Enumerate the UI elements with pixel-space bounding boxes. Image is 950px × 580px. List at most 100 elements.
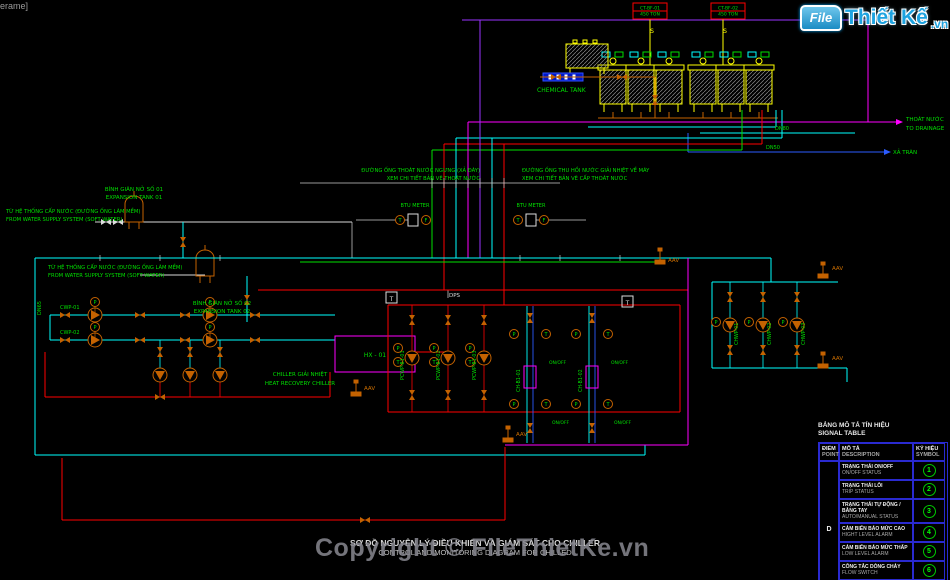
logo-domain: .vn	[930, 17, 949, 31]
valve-symbol	[527, 313, 533, 323]
table-row-symbol: 5	[913, 542, 945, 561]
dps-label: DPS	[449, 293, 461, 299]
pipe-fitting	[653, 64, 685, 71]
temperature-instrument	[621, 295, 634, 308]
sensor-letter: P	[512, 402, 515, 408]
cooling-tower-cell	[627, 69, 655, 105]
chem-s2: S	[723, 28, 727, 35]
pipe-note-right-vi: ĐƯỜNG ỐNG THU HỒI NƯỚC GIẢI NHIỆT VỀ MÁY	[522, 165, 650, 174]
onoff-1: ON/OFF	[549, 360, 567, 366]
sensor-gauge	[421, 215, 431, 225]
drain-label-en: TO DRAINAGE	[905, 126, 945, 132]
cwp2-label: CWP-02	[60, 330, 80, 336]
logo-text: Thiết Kế	[845, 6, 928, 29]
pipe-note-right-en: XEM CHI TIẾT BẢN VẼ CẤP THOÁT NƯỚC	[522, 174, 628, 182]
pipe-fitting	[715, 64, 747, 71]
onoff-4: ON/OFF	[614, 420, 632, 426]
pipe-fitting	[592, 39, 598, 44]
btu-meter-left: BTU METER	[401, 203, 430, 209]
chwp3-label: CHWP-03	[801, 323, 807, 345]
pipe-fitting	[657, 51, 667, 58]
hr-chiller-label-en: HEAT RECOVERY CHILLER	[265, 381, 335, 387]
supply1-label-vi: TỪ HỆ THỐNG CẤP NƯỚC (ĐƯỜNG ỐNG LÀM MỀM)	[5, 207, 140, 215]
site-logo[interactable]: File Thiết Kế .vn	[800, 5, 948, 31]
valve-symbol	[551, 74, 561, 80]
sensor-gauge	[393, 343, 403, 353]
supply2-label-en: FROM WATER SUPPLY SYSTEM (SOFT WATER)	[48, 273, 164, 279]
sensor-letter: P	[432, 346, 435, 352]
onoff-2: ON/OFF	[611, 360, 629, 366]
air-vent-aav	[820, 351, 826, 356]
ct2-tag-line1: CT-BF-02	[718, 6, 738, 12]
table-row-symbol: 3	[913, 499, 945, 523]
valve-symbol	[481, 390, 487, 400]
valve-symbol	[409, 390, 415, 400]
exp2-label-vi: BÌNH GIÃN NỞ SỐ 02	[193, 299, 251, 307]
sensor-gauge	[539, 215, 549, 225]
sensor-gauge	[541, 399, 551, 409]
pipe-fitting	[614, 51, 624, 58]
chwp2-label: CHWP-02	[767, 323, 773, 345]
pipe-fitting	[747, 51, 757, 58]
chwp1-label: CHWP-01	[734, 323, 740, 345]
cooling-tower-cell	[689, 69, 717, 105]
ct1-tag-line2: 450 TON	[640, 12, 660, 18]
valve-symbol	[157, 347, 163, 357]
pipe-fitting	[687, 64, 719, 71]
sensor-gauge	[513, 215, 523, 225]
sensor-letter: T	[467, 360, 472, 366]
pipe-fitting	[642, 51, 652, 58]
cooling-tower-cell	[717, 69, 745, 105]
sensor-letter: T	[543, 402, 548, 408]
sensor-gauge	[90, 297, 100, 307]
drain-label-vi: THOÁT NƯỚC	[905, 116, 944, 123]
copyright-watermark: Copyright © FileThietKe.vn	[315, 534, 650, 562]
valve-symbol	[445, 390, 451, 400]
exp2-label-en: EXPANSION TANK 02	[194, 309, 251, 315]
valve-symbol	[250, 312, 260, 318]
sensor-gauge	[395, 215, 405, 225]
drawing-title-en: CONTROL AND MONITORING DIAGRAM FOR CHILL…	[378, 548, 572, 557]
valve-symbol	[760, 292, 766, 302]
sensor-gauge	[571, 399, 581, 409]
valve-symbol	[727, 345, 733, 355]
valve-symbol	[187, 347, 193, 357]
sensor-letter: T	[543, 332, 548, 338]
valve-symbol	[180, 237, 186, 247]
aav-4: AAV	[516, 432, 527, 438]
pipe-fitting	[350, 391, 362, 397]
sensor-letter: T	[397, 218, 402, 224]
valve-symbol	[481, 315, 487, 325]
btu-meter-box	[525, 213, 537, 227]
valve-symbol	[180, 337, 190, 343]
exp1-label-vi: BÌNH GIÃN NỞ SỐ 01	[105, 185, 163, 193]
sensor-letter: P	[208, 325, 211, 331]
expansion-tank	[124, 195, 144, 223]
sensor-letter: T	[605, 402, 610, 408]
valve-symbol	[113, 219, 123, 225]
chemical-tank-label: CHEMICAL TANK	[537, 87, 587, 94]
sensor-letter: P	[747, 320, 750, 326]
valve-symbol	[155, 394, 165, 400]
pipe-fitting	[817, 273, 829, 279]
control-valve-2way	[523, 365, 537, 389]
valve-symbol	[409, 315, 415, 325]
valve-symbol	[445, 315, 451, 325]
sensor-letter: P	[781, 320, 784, 326]
pipe-fitting	[760, 51, 770, 58]
sensor-letter: P	[714, 320, 717, 326]
sensor-letter: P	[468, 346, 471, 352]
sensor-gauge	[541, 329, 551, 339]
pipe-note-left-en: XEM CHI TIẾT BẢN VẼ THOÁT NƯỚC	[387, 174, 481, 182]
aav-5: AAV	[364, 386, 375, 392]
pipe-fitting	[502, 437, 514, 443]
pipe-fitting	[691, 51, 701, 58]
pipe-fitting	[704, 51, 714, 58]
